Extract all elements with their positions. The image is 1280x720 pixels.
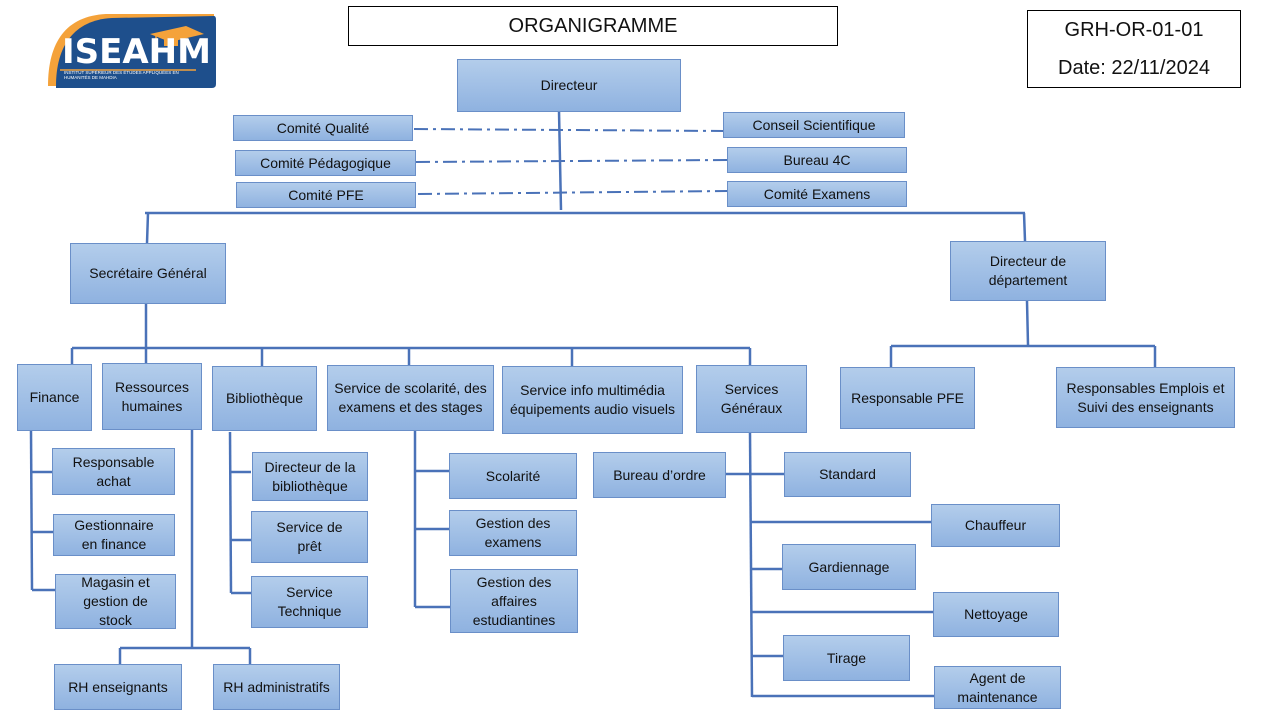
node-comite-examens[interactable]: Comité Examens <box>727 181 907 207</box>
node-nettoyage[interactable]: Nettoyage <box>933 592 1059 637</box>
node-gestion-affaires-estudiantines[interactable]: Gestion des affaires estudiantines <box>450 569 578 633</box>
node-responsable-achat[interactable]: Responsable achat <box>52 448 175 495</box>
node-service-scolarite[interactable]: Service de scolarité, des examens et des… <box>327 365 494 431</box>
node-directeur-bibliotheque[interactable]: Directeur de la bibliothèque <box>252 452 368 501</box>
node-gestionnaire-finance[interactable]: Gestionnaire en finance <box>53 514 175 556</box>
node-comite-pedagogique[interactable]: Comité Pédagogique <box>235 150 416 176</box>
page-title: ORGANIGRAMME <box>348 6 838 46</box>
logo-graphic <box>48 14 216 88</box>
node-finance[interactable]: Finance <box>17 364 92 431</box>
library-trunk-line <box>228 431 233 594</box>
node-scolarite[interactable]: Scolarité <box>449 453 577 499</box>
node-comite-pfe[interactable]: Comité PFE <box>236 182 416 208</box>
document-code: GRH-OR-01-01 <box>1027 10 1241 50</box>
node-services-generaux[interactable]: Services Généraux <box>696 365 807 433</box>
node-service-multimedia[interactable]: Service info multimédia équipements audi… <box>502 366 683 434</box>
node-directeur-departement[interactable]: Directeur de département <box>950 241 1106 301</box>
node-bibliotheque[interactable]: Bibliothèque <box>212 366 317 431</box>
node-bureau-4c[interactable]: Bureau 4C <box>727 147 907 173</box>
node-chauffeur[interactable]: Chauffeur <box>931 504 1060 547</box>
node-magasin-stock[interactable]: Magasin et gestion de stock <box>55 574 176 629</box>
dashed-line-qualite-conseil <box>413 128 725 132</box>
dept-drop-line <box>1022 212 1027 242</box>
node-tirage[interactable]: Tirage <box>783 635 910 681</box>
document-date: Date: 22/11/2024 <box>1027 49 1241 88</box>
node-standard[interactable]: Standard <box>784 452 911 497</box>
node-secretaire-general[interactable]: Secrétaire Général <box>70 243 226 304</box>
general-trunk-line <box>748 432 754 698</box>
dashed-line-pedagogique-bureau <box>415 159 728 163</box>
dept-trunk-line <box>1025 300 1030 346</box>
finance-trunk-line <box>29 430 34 591</box>
sg-drop-line <box>145 212 150 244</box>
node-directeur[interactable]: Directeur <box>457 59 681 112</box>
logo-subtitle: INSTITUT SUPÉRIEUR DES ÉTUDES APPLIQUÉES… <box>64 70 179 80</box>
node-responsable-pfe[interactable]: Responsable PFE <box>840 367 975 429</box>
node-service-pret[interactable]: Service de prêt <box>251 511 368 563</box>
institute-logo: ISEAHM INSTITUT SUPÉRIEUR DES ÉTUDES APP… <box>46 12 216 88</box>
node-comite-qualite[interactable]: Comité Qualité <box>233 115 413 141</box>
dashed-line-pfe-examens <box>417 190 729 195</box>
graduation-cap-icon <box>150 26 204 42</box>
node-agent-maintenance[interactable]: Agent de maintenance <box>934 666 1061 709</box>
node-rh-enseignants[interactable]: RH enseignants <box>54 664 182 710</box>
node-responsables-emplois[interactable]: Responsables Emplois et Suivi des enseig… <box>1056 367 1235 428</box>
logo-name: ISEAHM <box>62 32 211 72</box>
node-conseil-scientifique[interactable]: Conseil Scientifique <box>723 112 905 138</box>
node-ressources-humaines[interactable]: Ressources humaines <box>102 363 202 430</box>
node-service-technique[interactable]: Service Technique <box>251 576 368 628</box>
node-gestion-examens[interactable]: Gestion des examens <box>449 510 577 556</box>
node-rh-administratifs[interactable]: RH administratifs <box>213 664 340 710</box>
node-bureau-ordre[interactable]: Bureau d’ordre <box>593 452 726 498</box>
node-gardiennage[interactable]: Gardiennage <box>782 544 916 590</box>
